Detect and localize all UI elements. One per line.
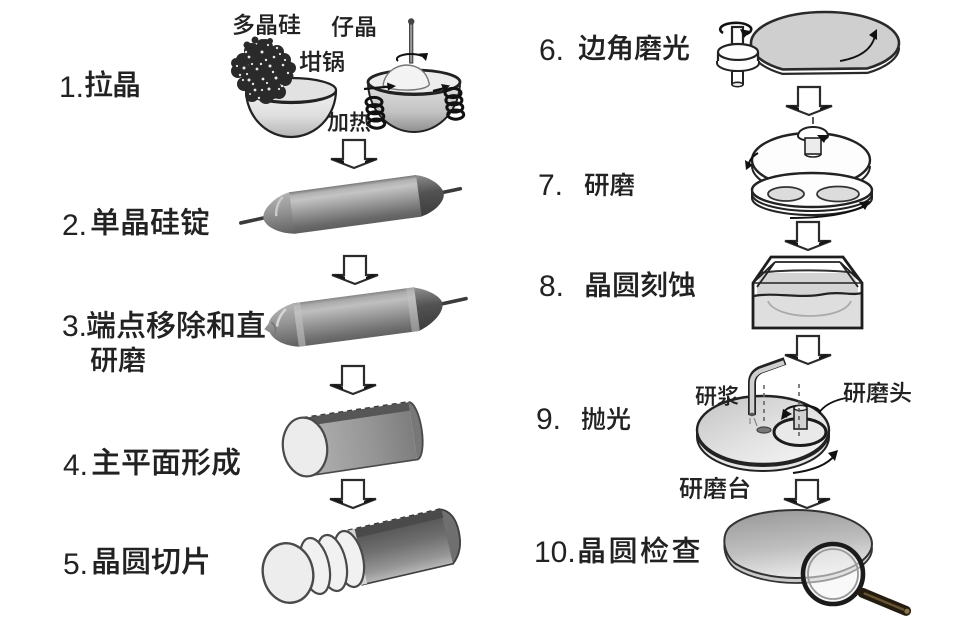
svg-text:9.: 9. <box>536 403 561 436</box>
svg-text:4.: 4. <box>63 449 88 482</box>
svg-text:1.: 1. <box>59 71 84 104</box>
svg-text:5.: 5. <box>63 548 88 581</box>
svg-text:8.: 8. <box>539 270 564 303</box>
svg-text:2.: 2. <box>62 209 87 242</box>
svg-text:10.: 10. <box>534 536 576 569</box>
svg-text:6.: 6. <box>539 34 564 67</box>
svg-text:7.: 7. <box>538 169 563 202</box>
svg-text:3.: 3. <box>62 310 87 343</box>
